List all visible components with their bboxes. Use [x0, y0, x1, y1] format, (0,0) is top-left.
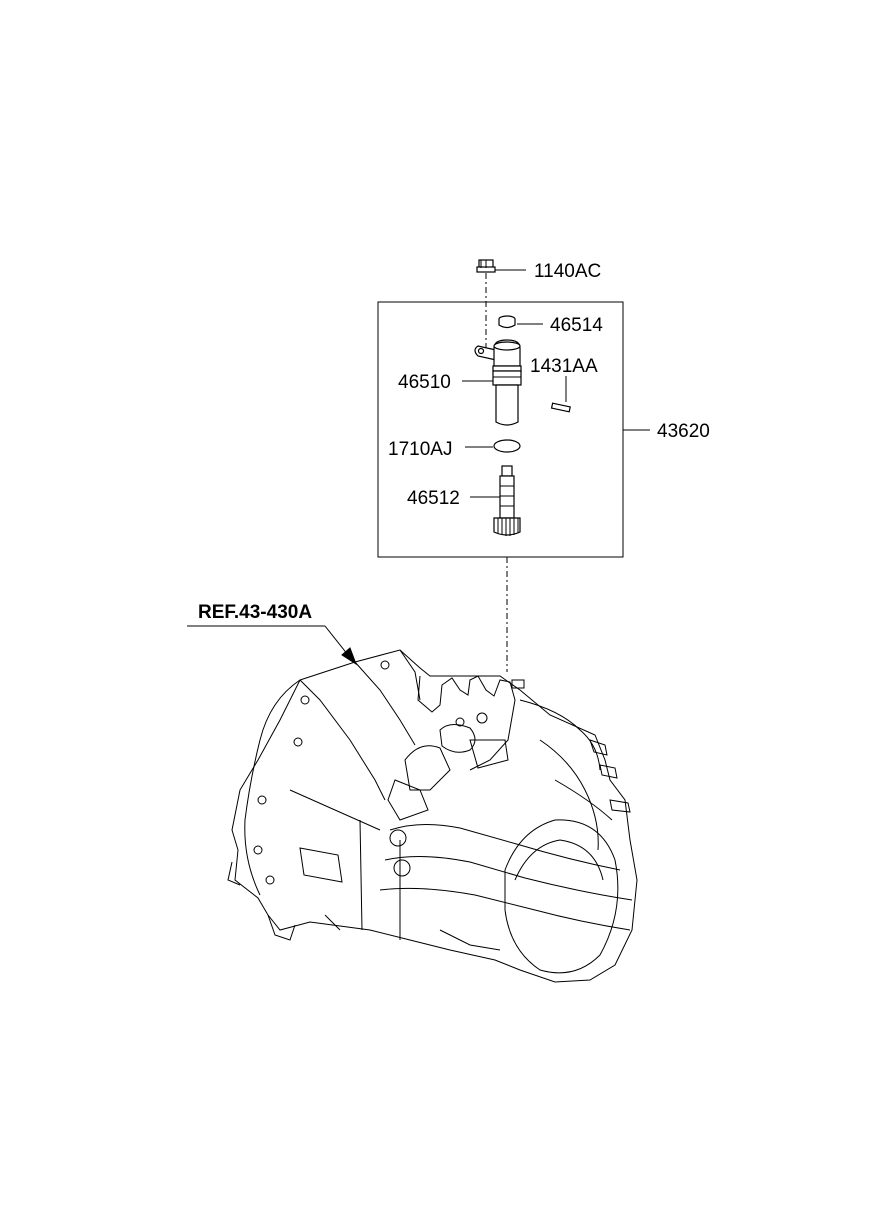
label-46510[interactable]: 46510	[398, 372, 451, 393]
label-46512[interactable]: 46512	[407, 488, 460, 509]
label-43620[interactable]: 43620	[657, 421, 710, 442]
transmission-housing-drawing	[227, 649, 638, 983]
pin-part[interactable]	[550, 402, 571, 413]
label-ref-43-430A[interactable]: REF.43-430A	[198, 602, 312, 623]
sleeve-part[interactable]	[474, 339, 522, 426]
cap-part[interactable]	[498, 315, 516, 329]
label-1140AC[interactable]: 1140AC	[534, 261, 601, 282]
bolt-part[interactable]	[476, 259, 496, 273]
label-1431AA[interactable]: 1431AA	[530, 356, 598, 377]
gear-shaft-part[interactable]	[493, 465, 521, 536]
label-46514[interactable]: 46514	[550, 315, 603, 336]
label-1710AJ[interactable]: 1710AJ	[388, 439, 452, 460]
oring-part[interactable]	[493, 439, 521, 453]
ref-arrowhead	[341, 647, 357, 666]
